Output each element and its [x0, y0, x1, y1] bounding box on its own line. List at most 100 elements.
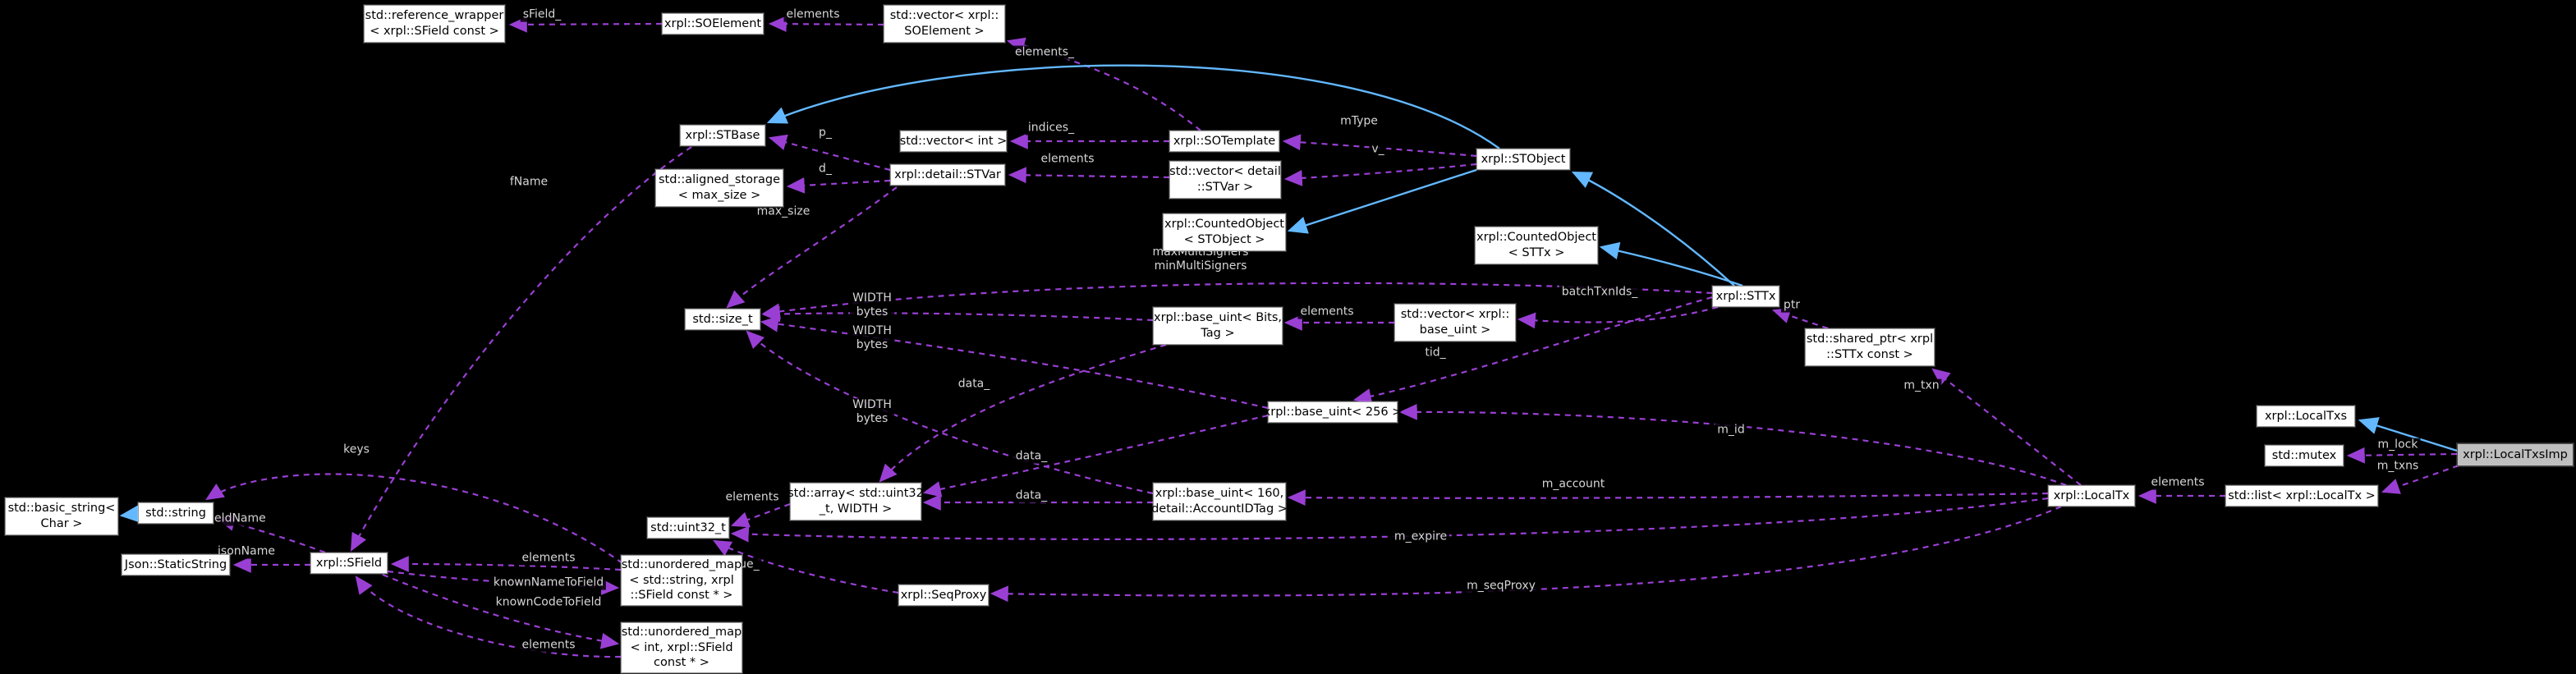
- class-node-mutex[interactable]: std::mutex: [2265, 445, 2344, 466]
- edge-label-elements-soelement: elements: [783, 7, 843, 22]
- dependency-edge-m-expire: [730, 497, 2049, 543]
- class-node-label: ::SField const * >: [630, 589, 733, 603]
- class-node-label: Json::StaticString: [124, 557, 227, 571]
- edge-label-v: v_: [1369, 142, 1387, 157]
- class-node-uint32-t[interactable]: std::uint32_t: [647, 517, 729, 539]
- dependency-edge-m-lock: [2346, 447, 2458, 464]
- class-node-label: ::STVar >: [1196, 181, 1254, 194]
- class-node-basic-string[interactable]: std::basic_string<Char >: [5, 497, 118, 535]
- edge-label-elements-array: elements: [723, 490, 782, 505]
- inheritance-edge-inherit-sttx-countedobject: [1599, 241, 1743, 287]
- dependency-edge-m-id: [1398, 403, 2067, 487]
- edge-label-jsonname: jsonName: [215, 544, 278, 559]
- edge-label-m-txn: m_txn: [1901, 378, 1942, 393]
- dependency-edge-ptr: [1771, 307, 1829, 330]
- edge-label-d: d_: [816, 162, 834, 177]
- edge-label-knownnametofield: knownNameToField: [490, 575, 607, 590]
- dependency-edge-d: [786, 177, 891, 194]
- class-node-localtxs[interactable]: xrpl::LocalTxs: [2257, 406, 2355, 427]
- class-node-stvar[interactable]: xrpl::detail::STVar: [890, 164, 1005, 186]
- class-node-aligned-storage[interactable]: std::aligned_storage< max_size >: [655, 169, 783, 207]
- class-node-label: std::basic_string<: [7, 502, 116, 516]
- edge-label-elements-sfield-2: elements: [519, 638, 578, 653]
- class-node-sfield[interactable]: xrpl::SField: [310, 552, 388, 574]
- edge-label-mtype: mType: [1338, 114, 1380, 129]
- dependency-edge-m-txns: [2381, 464, 2459, 494]
- class-node-base-uint-256[interactable]: xrpl::base_uint< 256 >: [1264, 401, 1402, 423]
- class-node-label: std::list< xrpl::LocalTx >: [2228, 488, 2376, 502]
- dependency-edge-knowncodetofield: [382, 573, 620, 649]
- class-node-soelement[interactable]: xrpl::SOElement: [662, 13, 764, 34]
- class-node-label: xrpl::STObject: [1481, 152, 1566, 166]
- class-node-sotemplate[interactable]: xrpl::SOTemplate: [1169, 131, 1279, 152]
- class-node-reference-wrapper[interactable]: std::reference_wrapper< xrpl::SField con…: [364, 5, 505, 43]
- class-node-sttx[interactable]: xrpl::STTx: [1712, 286, 1779, 307]
- class-node-label: std::shared_ptr< xrpl: [1806, 332, 1934, 346]
- class-node-label: Char >: [40, 517, 83, 530]
- dependency-edge-max-min-multisigners: [761, 282, 1713, 320]
- class-node-label: const * >: [654, 656, 709, 670]
- class-node-label: std::unordered_map: [621, 626, 742, 640]
- inheritance-edge-inherit-stobject-stbase: [766, 64, 1500, 149]
- class-node-countedobject-stobject[interactable]: xrpl::CountedObject< STObject >: [1163, 213, 1286, 251]
- dependency-edge-data-1: [879, 343, 1167, 483]
- class-node-label: xrpl::base_uint< 256 >: [1263, 405, 1403, 419]
- edge-label-tid: tid_: [1422, 346, 1449, 360]
- class-node-label: xrpl::base_uint< Bits,: [1153, 311, 1283, 325]
- class-node-shared-ptr-sttx[interactable]: std::shared_ptr< xrpl::STTx const >: [1805, 328, 1935, 366]
- class-node-size-t[interactable]: std::size_t: [685, 309, 760, 330]
- class-node-json-staticstring[interactable]: Json::StaticString: [122, 554, 230, 575]
- class-node-localtx[interactable]: xrpl::LocalTx: [2048, 485, 2135, 507]
- dependency-edge-width-bytes-1: [761, 305, 1154, 323]
- edge-label-data-3: data_: [1012, 488, 1050, 503]
- class-node-label: _t, WIDTH >: [819, 502, 893, 516]
- edge-label-batchtxnids: batchTxnIds_: [1559, 285, 1641, 300]
- class-node-label: std::unordered_map: [621, 558, 742, 572]
- edge-label-keys: keys: [341, 442, 372, 457]
- edge-label-indices: indices_: [1025, 121, 1077, 135]
- edge-label-m-seqproxy: m_seqProxy: [1464, 579, 1538, 594]
- class-node-label: < STTx >: [1508, 246, 1565, 259]
- dependency-edge-elements-stvar: [1008, 167, 1170, 184]
- dependency-edge-tid: [1352, 296, 1713, 405]
- dependency-edge-fname: [350, 146, 692, 552]
- class-node-label: xrpl::base_uint< 160,: [1155, 487, 1284, 501]
- edge-label-max-size: max_size: [754, 204, 813, 219]
- edge-label-elements-localtx: elements: [2148, 475, 2207, 490]
- class-node-vector-base-uint[interactable]: std::vector< xrpl::base_uint >: [1394, 304, 1516, 342]
- class-node-base-uint-160[interactable]: xrpl::base_uint< 160,detail::AccountIDTa…: [1151, 483, 1288, 520]
- class-node-unordered-map-string-sfield[interactable]: std::unordered_map< std::string, xrpl::S…: [621, 555, 742, 606]
- class-node-vector-soelement[interactable]: std::vector< xrpl::SOElement >: [884, 5, 1005, 43]
- class-node-label: std::reference_wrapper: [365, 9, 504, 23]
- class-node-label: < max_size >: [677, 189, 761, 202]
- class-node-list-localtx[interactable]: std::list< xrpl::LocalTx >: [2225, 485, 2378, 507]
- class-node-label: xrpl::SOTemplate: [1173, 134, 1276, 148]
- class-node-stbase[interactable]: xrpl::STBase: [680, 125, 765, 146]
- class-node-vector-int[interactable]: std::vector< int >: [900, 131, 1007, 152]
- class-node-localtxsimp[interactable]: xrpl::LocalTxsImp: [2457, 443, 2574, 466]
- class-node-array-uint32[interactable]: std::array< std::uint32_t, WIDTH >: [787, 483, 924, 520]
- class-node-base-uint-bits-tag[interactable]: xrpl::base_uint< Bits,Tag >: [1153, 307, 1283, 345]
- edge-label-knowncodetofield: knownCodeToField: [493, 595, 604, 610]
- class-node-label: xrpl::detail::STVar: [894, 167, 1001, 181]
- dependency-edge-m-txn: [1931, 368, 2082, 486]
- class-node-vector-stvar[interactable]: std::vector< detail::STVar >: [1169, 161, 1281, 199]
- class-node-seqproxy[interactable]: xrpl::SeqProxy: [898, 585, 989, 606]
- inheritance-edge-inherit-stobject-countedobject: [1287, 168, 1477, 234]
- class-node-label: std::size_t: [692, 312, 753, 326]
- dependency-edge-elements-sfield-2: [355, 575, 622, 658]
- class-node-stobject[interactable]: xrpl::STObject: [1476, 149, 1570, 170]
- class-node-label: base_uint >: [1419, 323, 1491, 337]
- class-node-string[interactable]: std::string: [138, 502, 214, 524]
- dependency-edge-elements-array: [730, 502, 791, 528]
- edge-label-p: p_: [816, 126, 834, 140]
- edge-label-data-1: data_: [955, 377, 993, 392]
- edge-label-elements-underscore: elements_: [1012, 45, 1077, 60]
- class-node-countedobject-sttx[interactable]: xrpl::CountedObject< STTx >: [1475, 227, 1598, 264]
- class-node-label: xrpl::STTx: [1715, 289, 1776, 303]
